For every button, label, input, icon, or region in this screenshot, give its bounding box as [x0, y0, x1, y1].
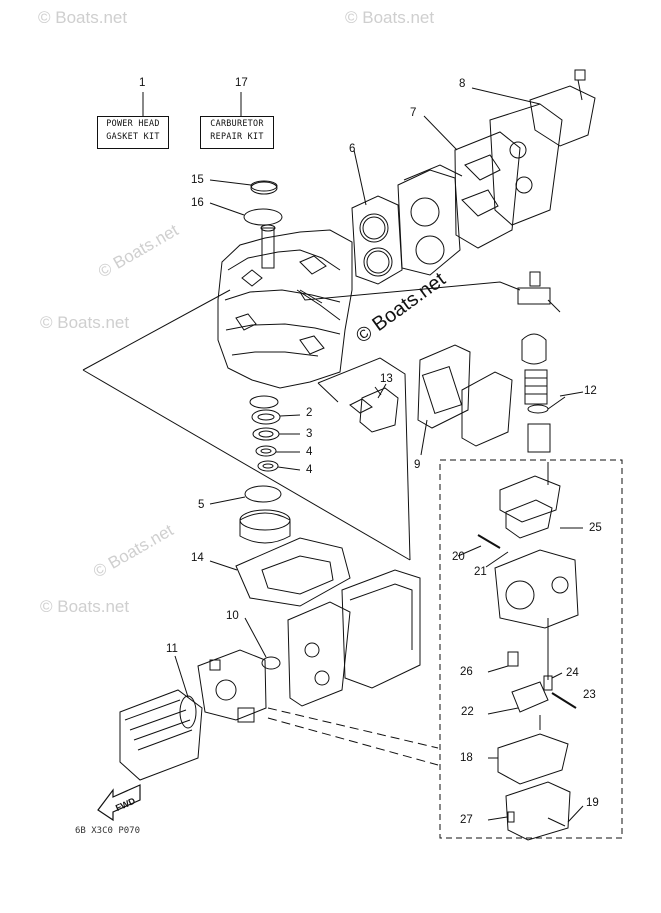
callout-number: 14 [191, 552, 204, 564]
callout-number: 3 [306, 428, 313, 440]
callout-number: 12 [584, 385, 597, 397]
callout-number: 13 [380, 373, 393, 385]
callout-number: 20 [452, 551, 465, 563]
callout-number: 15 [191, 174, 204, 186]
watermark-text: © Boats.net [345, 8, 435, 27]
callout-number: 11 [166, 643, 178, 655]
callout-number: 24 [566, 667, 579, 679]
callout-number: 19 [586, 797, 599, 809]
callout-number: 18 [460, 752, 473, 764]
diagram-code: 6B X3C0 P070 [75, 826, 141, 836]
callout-number: 9 [414, 459, 421, 471]
power-head-gasket-kit-label: POWER HEAD GASKET KIT [97, 116, 169, 149]
callout-number: 4 [306, 464, 313, 476]
callout-number: 6 [349, 143, 356, 155]
carburetor-repair-kit-label: CARBURETOR REPAIR KIT [200, 116, 274, 149]
callout-number: 7 [410, 107, 417, 119]
callout-number: 10 [226, 610, 239, 622]
callout-number: 4 [306, 446, 313, 458]
callout-number: 8 [459, 78, 466, 90]
callout-number: 17 [235, 77, 248, 89]
callout-number: 25 [589, 522, 602, 534]
callout-number: 21 [474, 566, 487, 578]
watermark-text: © Boats.net [38, 8, 128, 27]
callout-number: 1 [139, 77, 146, 89]
callout-number: 22 [461, 706, 474, 718]
callout-number: 23 [583, 689, 596, 701]
callout-number: 27 [460, 814, 473, 826]
callout-number: 26 [460, 666, 473, 678]
watermark-text: © Boats.net [40, 597, 130, 616]
callout-number: 16 [191, 197, 204, 209]
callout-number: 2 [306, 407, 313, 419]
callout-number: 5 [198, 499, 205, 511]
watermark-text: © Boats.net [40, 313, 130, 332]
